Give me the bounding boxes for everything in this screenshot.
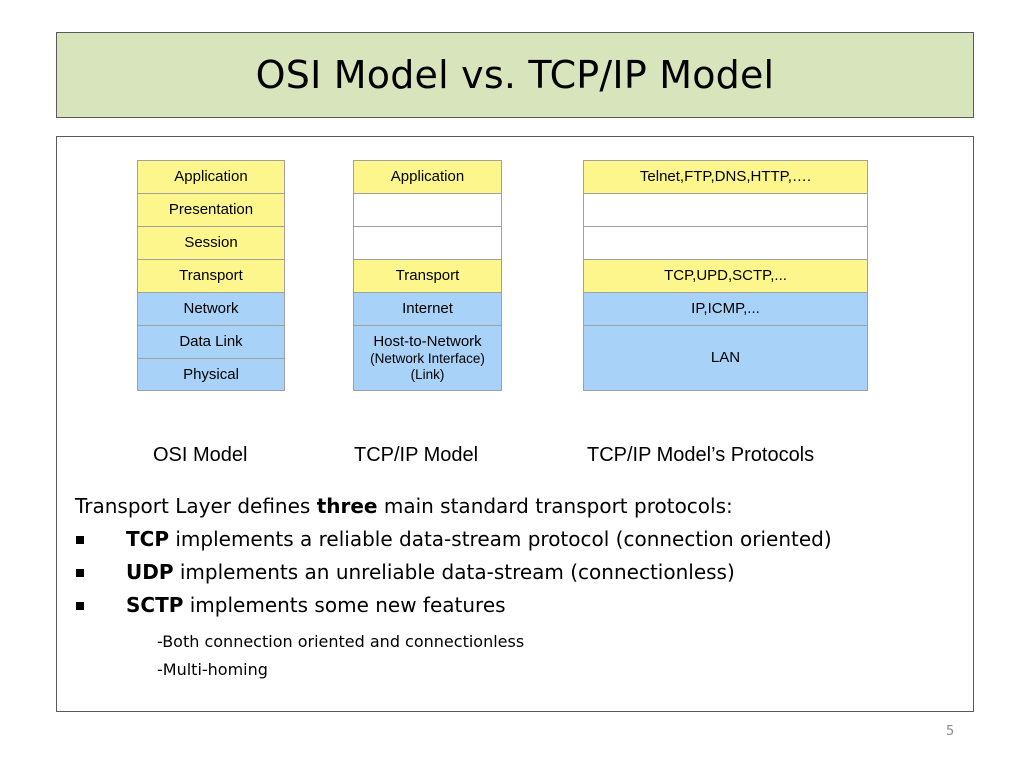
layer-label: Host-to-Network xyxy=(373,332,482,350)
protocols-layer-application: Telnet,FTP,DNS,HTTP,…. xyxy=(583,160,868,194)
intro-text: Transport Layer defines xyxy=(75,494,317,518)
tcpip-layer-host-to-network: Host-to-Network (Network Interface) (Lin… xyxy=(353,325,502,391)
sub-item-connection: -Both connection oriented and connection… xyxy=(157,632,525,651)
bullet-square-icon xyxy=(76,569,84,577)
protocols-stack: Telnet,FTP,DNS,HTTP,…. TCP,UPD,SCTP,... … xyxy=(583,160,868,391)
protocols-layer-empty-2 xyxy=(583,226,868,260)
layer-label: Application xyxy=(390,168,465,185)
intro-text-end: main standard transport protocols: xyxy=(377,494,733,518)
tcpip-layer-internet: Internet xyxy=(353,292,502,326)
osi-layer-network: Network xyxy=(137,292,285,326)
layer-label: Telnet,FTP,DNS,HTTP,…. xyxy=(639,168,812,185)
bullet-item-udp: UDP implements an unreliable data-stream… xyxy=(126,560,735,584)
tcpip-layer-transport: Transport xyxy=(353,259,502,293)
osi-layer-presentation: Presentation xyxy=(137,193,285,227)
layer-label: TCP,UPD,SCTP,... xyxy=(664,267,787,284)
osi-layer-session: Session xyxy=(137,226,285,260)
bullet-text: implements a reliable data-stream protoc… xyxy=(168,527,832,551)
bullet-item-sctp: SCTP implements some new features xyxy=(126,593,506,617)
protocols-layer-transport: TCP,UPD,SCTP,... xyxy=(583,259,868,293)
tcpip-layer-application: Application xyxy=(353,160,502,194)
tcpip-layer-empty-1 xyxy=(353,193,502,227)
layer-sublabel: (Link) xyxy=(410,367,445,382)
title-bar: OSI Model vs. TCP/IP Model xyxy=(56,32,974,118)
osi-layer-application: Application xyxy=(137,160,285,194)
bullet-square-icon xyxy=(76,602,84,610)
layer-label: Internet xyxy=(402,300,453,317)
bullet-term: SCTP xyxy=(126,593,184,617)
bullet-term: UDP xyxy=(126,560,174,584)
layer-label: Physical xyxy=(183,365,239,383)
layer-label: Presentation xyxy=(168,201,254,218)
layer-sublabel: (Network Interface) xyxy=(370,350,485,366)
protocols-layer-internet: IP,ICMP,... xyxy=(583,292,868,326)
page-number: 5 xyxy=(946,724,955,739)
layer-label: Network xyxy=(183,300,239,317)
bullet-item-tcp: TCP implements a reliable data-stream pr… xyxy=(126,527,832,551)
layer-label: Transport xyxy=(395,267,460,284)
tcpip-model-label: TCP/IP Model xyxy=(354,444,479,466)
osi-layer-data-link: Data Link xyxy=(137,325,285,359)
bullet-text: implements some new features xyxy=(183,593,506,617)
tcpip-layer-empty-2 xyxy=(353,226,502,260)
sub-item-multihoming: -Multi-homing xyxy=(157,660,268,679)
slide-title: OSI Model vs. TCP/IP Model xyxy=(255,53,775,97)
layer-label: Data Link xyxy=(179,333,243,350)
layer-label: Application xyxy=(174,168,248,185)
osi-layer-physical: Physical xyxy=(137,358,285,391)
layer-label: Transport xyxy=(179,267,243,284)
layer-label: IP,ICMP,... xyxy=(691,300,760,317)
layer-label: Session xyxy=(184,234,238,251)
osi-stack: Application Presentation Session Transpo… xyxy=(137,160,285,391)
intro-line: Transport Layer defines three main stand… xyxy=(75,494,733,518)
bullet-square-icon xyxy=(76,536,84,544)
osi-model-label: OSI Model xyxy=(153,444,248,466)
intro-bold: three xyxy=(316,494,378,518)
protocols-layer-lan: LAN xyxy=(583,325,868,391)
tcpip-stack: Application Transport Internet Host-to-N… xyxy=(353,160,502,391)
protocols-model-label: TCP/IP Model’s Protocols xyxy=(587,444,815,466)
layer-label: LAN xyxy=(710,349,741,366)
osi-layer-transport: Transport xyxy=(137,259,285,293)
bullet-text: implements an unreliable data-stream (co… xyxy=(173,560,735,584)
bullet-term: TCP xyxy=(126,527,169,551)
protocols-layer-empty-1 xyxy=(583,193,868,227)
